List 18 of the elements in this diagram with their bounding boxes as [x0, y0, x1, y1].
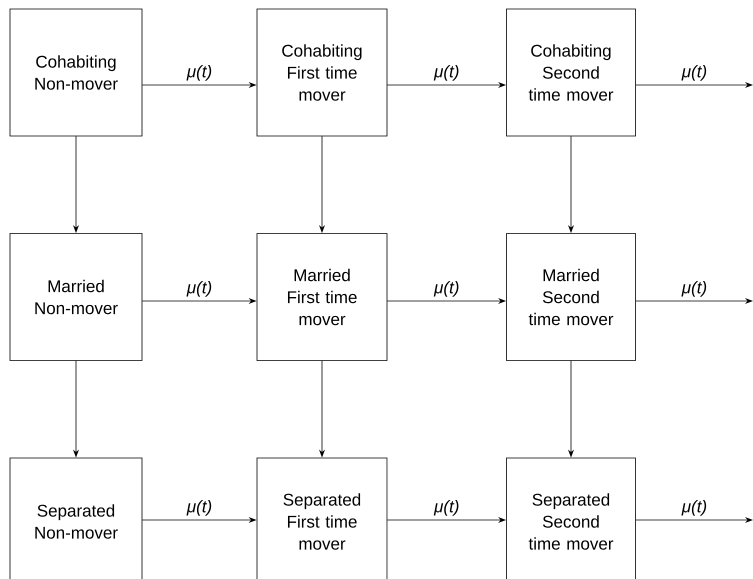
edge-label: μ(t) [681, 64, 706, 81]
state-box: Separated First time mover [256, 458, 388, 579]
state-box: Cohabiting Non-mover [10, 8, 142, 136]
edge-label: μ(t) [434, 64, 458, 81]
state-box: Cohabiting First time mover [256, 8, 388, 136]
state-box: Married First time mover [256, 233, 388, 361]
edge-label: μ(t) [186, 64, 212, 81]
edge-label: μ(t) [681, 500, 706, 516]
edge-label: μ(t) [186, 500, 212, 516]
state-box: Married Non-mover [10, 233, 142, 361]
state-box: Separated Non-mover [10, 458, 142, 579]
state-box: Separated Second time mover [506, 458, 636, 579]
edge-label: μ(t) [434, 500, 458, 516]
edge-label: μ(t) [186, 280, 212, 297]
edge-label: μ(t) [681, 280, 706, 297]
state-box: Cohabiting Second time mover [506, 8, 636, 136]
state-box: Married Second time mover [506, 233, 636, 361]
edge-label: μ(t) [434, 280, 458, 297]
